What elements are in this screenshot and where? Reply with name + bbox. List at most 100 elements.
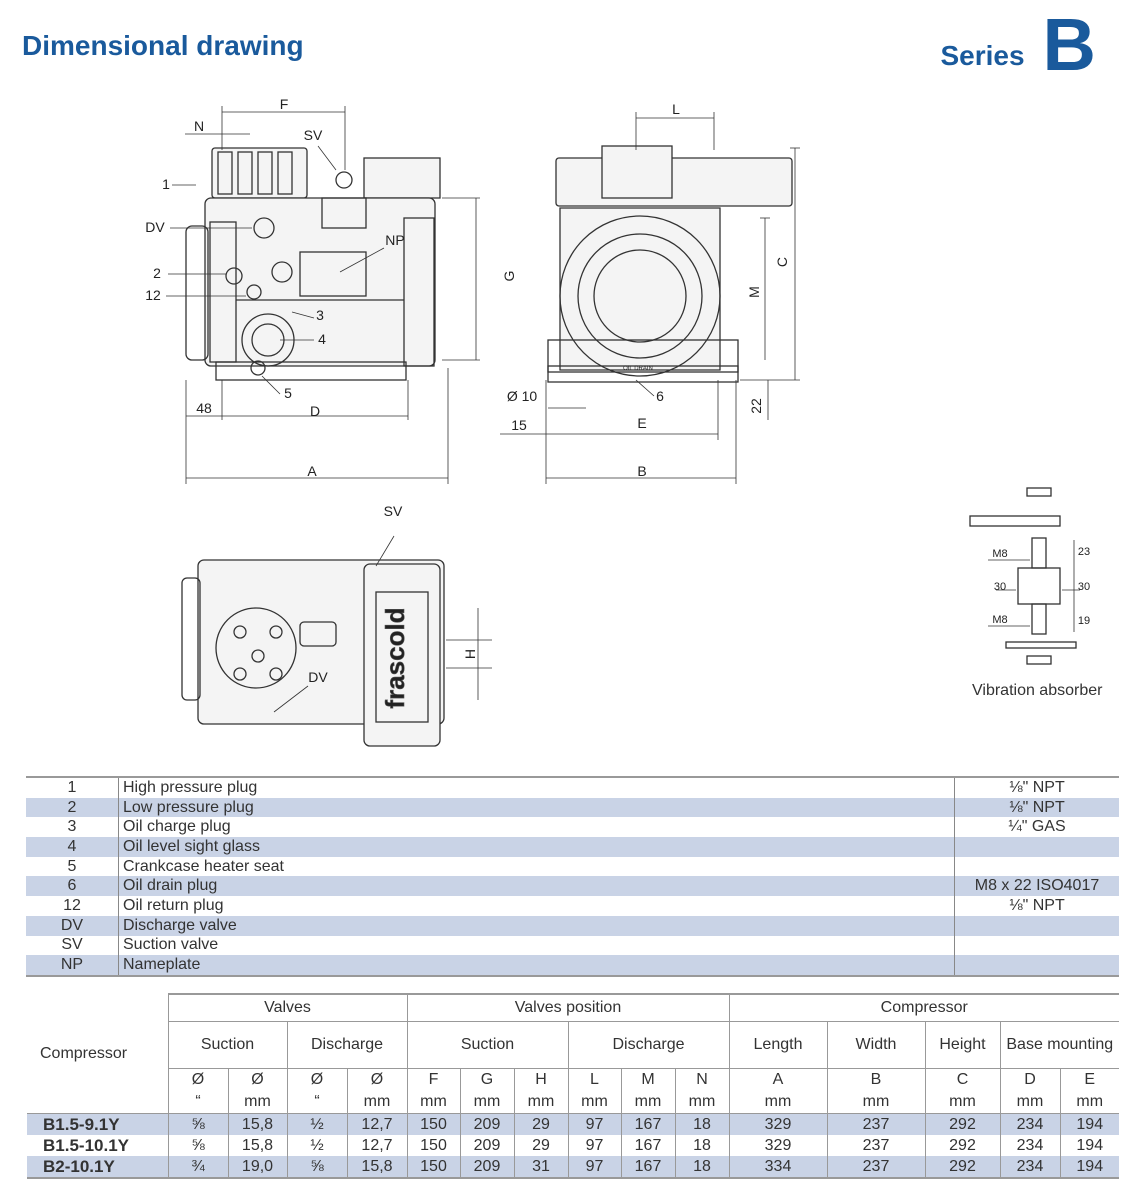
table-cell: Ø <box>346 1068 407 1091</box>
table-cell: 19,0 <box>227 1156 287 1179</box>
table-cell: Ø <box>227 1068 287 1091</box>
table-cell: Width <box>826 1021 925 1069</box>
table-cell: Suction <box>406 1021 568 1069</box>
table-cell: 15,8 <box>227 1135 287 1156</box>
table-cell: 234 <box>999 1113 1060 1135</box>
table-cell: mm <box>567 1091 621 1114</box>
table-cell: G <box>459 1068 514 1091</box>
table-cell: 150 <box>406 1156 460 1179</box>
table-cell: 237 <box>826 1113 925 1135</box>
table-cell: B2-10.1Y <box>27 1156 168 1179</box>
table-cell: 29 <box>513 1135 568 1156</box>
table-cell: ⅝ <box>286 1156 347 1179</box>
table-cell: 3 <box>26 817 119 838</box>
table-cell: M8 x 22 ISO4017 <box>954 876 1119 897</box>
label-d10: Ø 10 <box>507 388 538 404</box>
table-cell: Nameplate <box>118 955 955 977</box>
label-DV-bottom: DV <box>308 669 328 685</box>
table-cell: 15,8 <box>346 1156 407 1179</box>
label-22: 22 <box>748 398 764 414</box>
table-cell: 12,7 <box>346 1135 407 1156</box>
table-cell: 12 <box>26 896 119 916</box>
table-cell: 209 <box>459 1135 514 1156</box>
table-cell: Suction valve <box>123 936 219 954</box>
table-cell: High pressure plug <box>118 776 955 798</box>
label-B: B <box>637 463 646 479</box>
table-cell: mm <box>999 1091 1060 1114</box>
table-cell: 292 <box>924 1156 1000 1179</box>
table-cell: M <box>620 1068 675 1091</box>
table-cell: B <box>826 1068 925 1091</box>
table-cell: C <box>924 1068 1000 1091</box>
label-15: 15 <box>511 417 527 433</box>
label-DV: DV <box>145 219 165 235</box>
table-cell: Height <box>924 1021 1000 1069</box>
table-cell: 234 <box>999 1156 1060 1179</box>
table-cell <box>954 837 1119 857</box>
table-cell: Suction <box>167 1021 287 1069</box>
group-compressor: Compressor <box>728 993 1119 1022</box>
label-NP: NP <box>385 232 404 248</box>
table-cell: 209 <box>459 1113 514 1135</box>
label-N: N <box>194 118 204 134</box>
table-cell: 234 <box>999 1135 1060 1156</box>
table-cell: mm <box>1059 1091 1119 1114</box>
vib-30-left: 30 <box>994 581 1006 593</box>
table-cell: mm <box>728 1091 827 1114</box>
table-cell: ½ <box>286 1135 347 1156</box>
vib-m8-bottom: M8 <box>992 614 1007 626</box>
table-cell: 2 <box>26 797 119 818</box>
table-cell: Oil level sight glass <box>118 837 955 857</box>
table-cell: ⅝ <box>167 1113 228 1135</box>
table-cell: 237 <box>826 1156 925 1179</box>
top-view: frascold SV DV H <box>181 503 492 747</box>
table-cell: 167 <box>620 1135 675 1156</box>
label-A: A <box>307 463 317 479</box>
table-cell: Discharge <box>286 1021 407 1069</box>
label-12: 12 <box>145 287 161 303</box>
table-cell: Oil return plug <box>123 896 224 914</box>
group-valves-position: Valves position <box>406 993 729 1022</box>
label-2: 2 <box>153 265 161 281</box>
table-cell: ⅛" NPT <box>954 776 1119 798</box>
table-cell: “ <box>286 1091 347 1114</box>
table-cell: mm <box>459 1091 514 1114</box>
dimensional-drawing: F N SV 1 DV NP 2 12 3 4 5 G 48 D A <box>145 96 1090 747</box>
table-cell: B1.5-10.1Y <box>43 1135 129 1155</box>
table-cell: F <box>406 1068 460 1091</box>
table-cell: 18 <box>674 1135 729 1156</box>
table-cell: ⅝ <box>167 1135 228 1156</box>
table-cell: mm <box>674 1091 729 1114</box>
table-cell: B1.5-9.1Y <box>27 1113 168 1135</box>
table-cell: mm <box>406 1091 460 1114</box>
table-cell: 5 <box>26 856 119 877</box>
dimensions-table: Compressor Valves Valves position Compre… <box>27 993 1119 1179</box>
label-6: 6 <box>656 388 664 404</box>
table-cell: Oil drain plug <box>118 876 955 897</box>
table-cell: Oil charge plug <box>123 818 231 836</box>
table-cell <box>954 915 1119 936</box>
table-cell: 15,8 <box>227 1113 287 1135</box>
table-cell: NP <box>26 955 119 977</box>
label-G: G <box>501 271 517 282</box>
table-cell: ¾ <box>167 1156 228 1179</box>
table-cell: 194 <box>1059 1156 1119 1179</box>
vibration-absorber: M8 M8 23 30 30 19 <box>969 487 1090 665</box>
front-view-dims: L M C 22 Ø 10 6 15 E B <box>500 101 800 484</box>
table-cell: 18 <box>674 1113 729 1135</box>
label-F: F <box>280 96 289 112</box>
vibration-caption: Vibration absorber <box>972 682 1103 699</box>
table-cell: H <box>513 1068 568 1091</box>
brand-text: frascold <box>380 607 410 708</box>
table-cell: 237 <box>826 1135 925 1156</box>
